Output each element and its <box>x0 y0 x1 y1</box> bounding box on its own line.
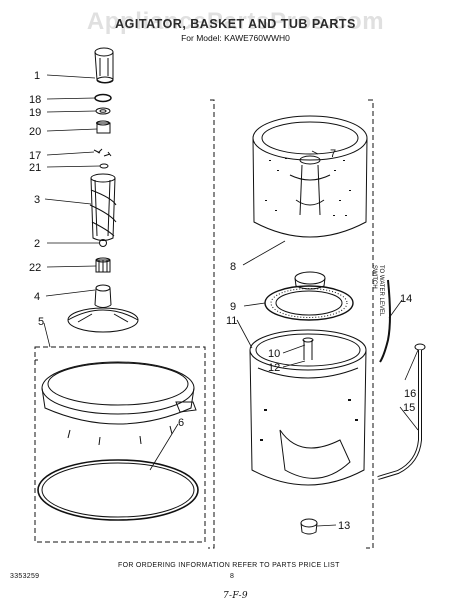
callout-16: 16 <box>404 388 416 400</box>
callout-4: 4 <box>34 291 40 303</box>
callout-1: 1 <box>34 70 40 82</box>
document-number: 3353259 <box>10 573 40 580</box>
part-1-agitator-cap <box>94 47 114 84</box>
callout-6: 6 <box>178 417 184 429</box>
part-9-seal-ring <box>264 285 354 321</box>
callout-14: 14 <box>400 293 412 305</box>
callout-19: 19 <box>29 107 41 119</box>
water-level-switch-note: TO WATER LEVEL SWITCH <box>370 265 384 316</box>
part-4-agitator-base <box>67 284 139 333</box>
part-2-bolt <box>99 239 107 247</box>
part-5-balance-ring <box>41 361 197 446</box>
part-6-seal-ring <box>37 459 199 521</box>
callout-18: 18 <box>29 94 41 106</box>
part-13-drain-fitting <box>300 518 318 535</box>
callout-22: 22 <box>29 262 41 274</box>
callout-7: 7 <box>330 148 336 160</box>
part-22-nut <box>95 257 111 273</box>
wash-basket <box>252 115 368 238</box>
part-14-pressure-hose <box>379 279 391 363</box>
watermark: AppliancePartsPros.com <box>86 8 385 35</box>
part-5-dashed-group <box>34 346 206 543</box>
part-15-drain-hose <box>377 350 422 480</box>
model-number: For Model: KAWE760WWH0 <box>181 33 290 43</box>
side-note-line-1: TO WATER LEVEL <box>378 265 384 317</box>
callout-2: 2 <box>34 238 40 250</box>
bracket-right <box>366 99 374 549</box>
callout-21: 21 <box>29 162 41 174</box>
callout-15: 15 <box>403 402 415 414</box>
callout-20: 20 <box>29 126 41 138</box>
part-16-clamp <box>414 343 426 351</box>
callout-9: 9 <box>230 301 236 313</box>
part-18-ring <box>94 93 112 103</box>
callout-8: 8 <box>230 261 236 273</box>
part-19-washer <box>95 107 111 115</box>
page-number: 8 <box>230 573 235 580</box>
callout-13: 13 <box>338 520 350 532</box>
callout-11: 11 <box>226 315 237 327</box>
part-3-agitator-auger <box>89 173 117 241</box>
part-20-cam <box>96 120 111 134</box>
ordering-info-note: FOR ORDERING INFORMATION REFER TO PARTS … <box>118 562 340 569</box>
leader-lines <box>43 74 419 527</box>
callout-12: 12 <box>268 362 280 374</box>
callout-5: 5 <box>38 316 44 328</box>
bracket-left <box>208 99 215 549</box>
callout-10: 10 <box>268 348 280 360</box>
side-note-line-2: SWITCH <box>371 265 377 289</box>
handwritten-note: 7-F-9 <box>223 591 248 600</box>
callout-3: 3 <box>34 194 40 206</box>
part-17-dogs <box>93 148 112 157</box>
part-21-spring <box>99 163 109 169</box>
callout-17: 17 <box>29 150 41 162</box>
diagram-title: AGITATOR, BASKET AND TUB PARTS <box>115 17 356 31</box>
outer-tub <box>249 329 367 486</box>
